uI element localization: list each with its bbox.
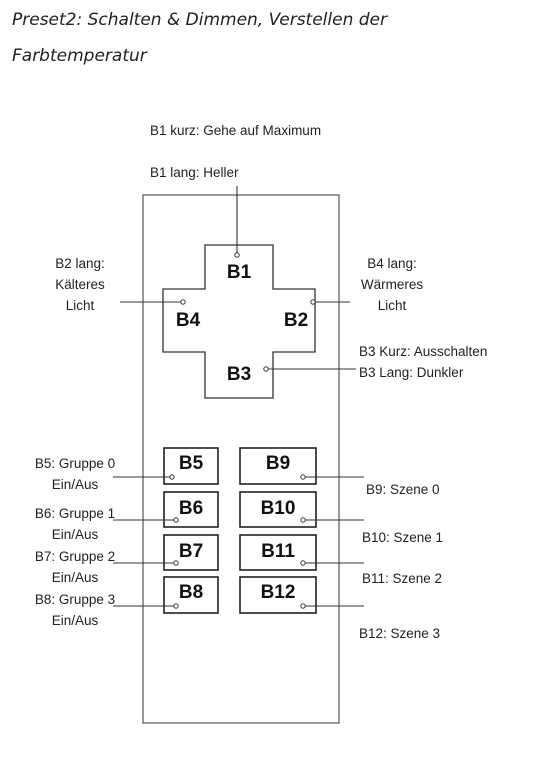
annotation-b2-line3: Licht (65, 298, 95, 313)
dot-b4 (180, 299, 186, 305)
annotation-b7-line1: B7: Gruppe 2 (34, 549, 116, 564)
annotation-b6-line2: Ein/Aus (51, 527, 99, 542)
annotation-b6-line1: B6: Gruppe 1 (34, 506, 116, 521)
button-b6[interactable]: B6 (178, 498, 204, 519)
annotation-b2-long: B2 lang: Kälteres Licht (40, 253, 120, 316)
annotation-b4-line3: Licht (377, 298, 407, 313)
annotation-b8-line2: Ein/Aus (51, 613, 99, 628)
annotation-b2-line1: B2 lang: (55, 256, 105, 271)
button-b11[interactable]: B11 (261, 541, 295, 562)
button-b5[interactable]: B5 (178, 453, 204, 474)
diagram-title-line1: Preset2: Schalten & Dimmen, Verstellen d… (12, 10, 388, 30)
annotation-b3-long: B3 Lang: Dunkler (359, 365, 464, 380)
dot-b11 (300, 560, 306, 566)
button-b7[interactable]: B7 (178, 541, 204, 562)
button-b12[interactable]: B12 (260, 582, 296, 603)
annotation-b1-short: B1 kurz: Gehe auf Maximum (150, 123, 322, 138)
button-b1[interactable]: B1 (226, 262, 252, 283)
button-b10[interactable]: B10 (260, 498, 296, 519)
dot-b6 (173, 517, 179, 523)
annotation-b5-line1: B5: Gruppe 0 (34, 456, 116, 471)
annotation-b1-long: B1 lang: Heller (150, 165, 239, 180)
dot-b1 (234, 252, 240, 258)
dot-b3 (263, 366, 269, 372)
annotation-b4-line1: B4 lang: (367, 256, 417, 271)
annotation-b5-line2: Ein/Aus (51, 477, 99, 492)
annotation-b2-line2: Kälteres (55, 277, 105, 292)
annotation-b12: B12: Szene 3 (359, 626, 441, 641)
annotation-b3: B3 Kurz: Ausschalten B3 Lang: Dunkler (359, 341, 487, 383)
annotation-b7: B7: Gruppe 2 Ein/Aus (20, 546, 130, 588)
annotation-b7-line2: Ein/Aus (51, 570, 99, 585)
button-b9[interactable]: B9 (265, 453, 291, 474)
dot-b9 (300, 474, 306, 480)
annotation-b11: B11: Szene 2 (362, 571, 443, 586)
dot-b12 (300, 603, 306, 609)
button-b8-frame (163, 576, 219, 614)
button-b3[interactable]: B3 (226, 364, 252, 385)
annotation-b8-line1: B8: Gruppe 3 (34, 592, 116, 607)
diagram-title-line2: Farbtemperatur (12, 46, 147, 66)
annotation-b8: B8: Gruppe 3 Ein/Aus (20, 589, 130, 631)
button-b9-frame (239, 447, 317, 485)
annotation-b5: B5: Gruppe 0 Ein/Aus (20, 453, 130, 495)
annotation-b4-long: B4 lang: Wärmeres Licht (350, 253, 434, 316)
annotation-b3-short: B3 Kurz: Ausschalten (359, 344, 488, 359)
dot-b2 (310, 299, 316, 305)
dot-b10 (300, 517, 306, 523)
annotation-b10: B10: Szene 1 (362, 530, 444, 545)
button-b6-frame (163, 491, 219, 528)
annotation-b6: B6: Gruppe 1 Ein/Aus (20, 503, 130, 545)
button-b2[interactable]: B2 (283, 310, 309, 331)
dot-b5 (169, 474, 175, 480)
annotation-b4-line2: Wärmeres (360, 277, 424, 292)
dpad-cross (162, 244, 316, 399)
button-b8[interactable]: B8 (178, 582, 204, 603)
button-b7-frame (163, 534, 219, 571)
annotation-b9: B9: Szene 0 (366, 482, 440, 497)
button-b4[interactable]: B4 (175, 310, 201, 331)
dot-b7 (173, 560, 179, 566)
dot-b8 (173, 603, 179, 609)
